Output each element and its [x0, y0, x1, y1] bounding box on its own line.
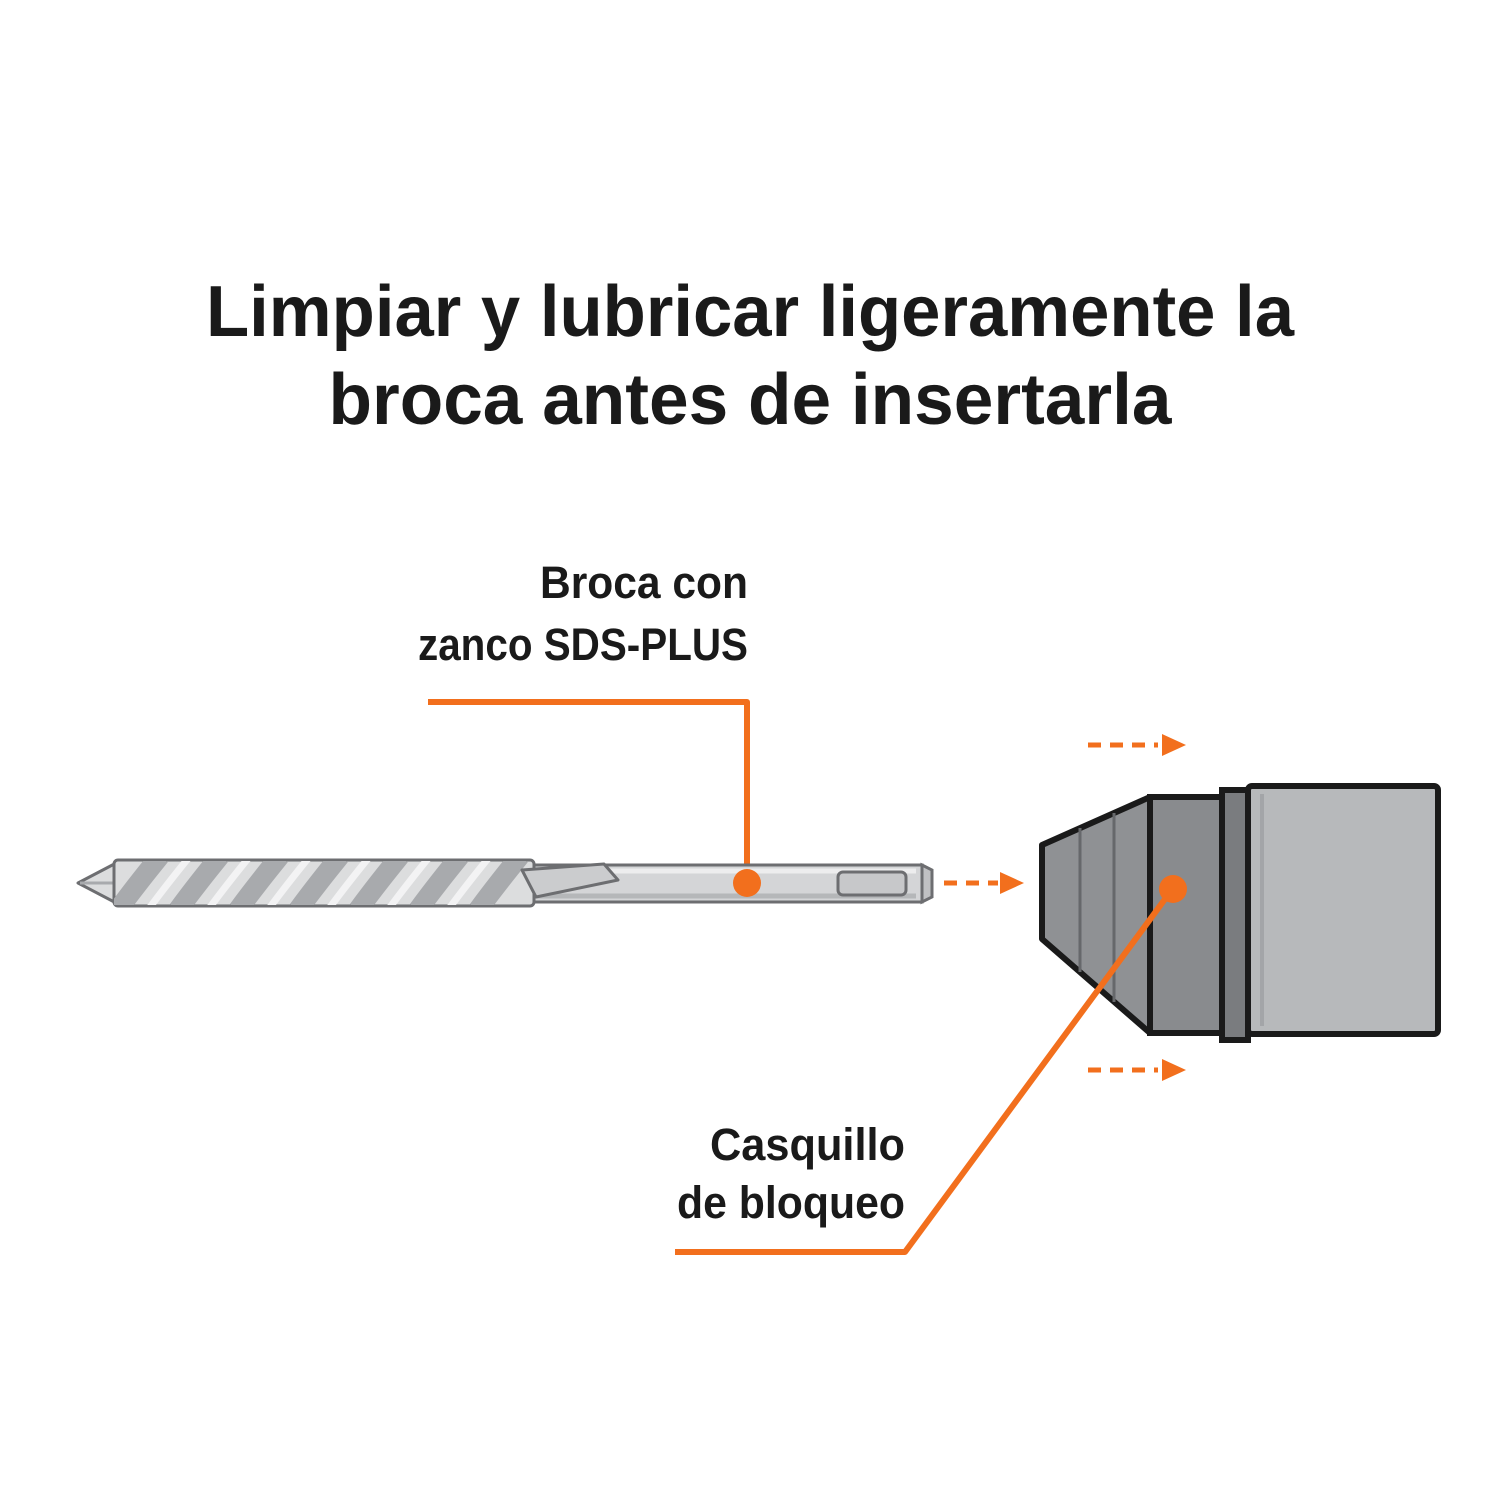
bit-callout-dot-icon [733, 869, 761, 897]
bit-callout-label-line-2: zanco SDS-PLUS [418, 619, 748, 670]
bit-flute-runout [520, 862, 620, 899]
page-title: Limpiar y lubricar ligeramente la broca … [206, 272, 1295, 440]
chuck-collar [1147, 794, 1225, 1036]
sleeve-callout-label-line-2: de bloqueo [677, 1177, 905, 1228]
insertion-arrow-bottom-head [1162, 1059, 1186, 1081]
page-title-line-1: Limpiar y lubricar ligeramente la [206, 272, 1295, 352]
chuck-lock-ring [1219, 787, 1251, 1043]
sleeve-callout-dot-icon [1159, 875, 1187, 903]
insertion-arrow-bottom-icon [1088, 1059, 1186, 1081]
sleeve-callout-label: Casquillo de bloqueo [677, 1119, 905, 1228]
sleeve-callout-leader-line [675, 893, 1171, 1255]
chuck [1039, 783, 1441, 1043]
bit-callout-label-line-1: Broca con [540, 557, 748, 608]
drill-bit [76, 858, 934, 908]
sleeve-callout-label-line-1: Casquillo [710, 1119, 905, 1170]
bit-sds-slot [836, 870, 908, 897]
bit-callout-label: Broca con zanco SDS-PLUS [418, 557, 748, 670]
bit-flute-spirals [114, 861, 528, 905]
chuck-body-cylinder [1245, 783, 1441, 1037]
insertion-arrow-middle-icon [944, 872, 1024, 894]
bit-callout-leader-line [428, 699, 750, 872]
bit-shank-end [920, 862, 934, 905]
insertion-arrow-middle-head [1000, 872, 1024, 894]
insertion-arrow-top-head [1162, 734, 1186, 756]
insertion-arrow-top-icon [1088, 734, 1186, 756]
page-title-line-2: broca antes de insertarla [329, 360, 1173, 440]
